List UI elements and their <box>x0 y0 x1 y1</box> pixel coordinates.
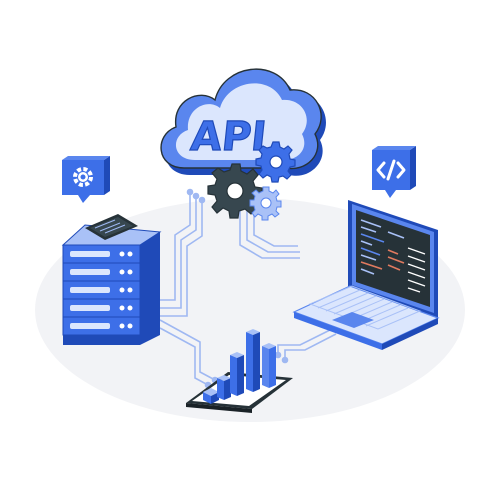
laptop <box>292 200 440 350</box>
gear-icon <box>249 186 282 221</box>
server-units <box>62 244 141 336</box>
code-editor-screen <box>356 210 430 307</box>
server-rack <box>61 214 162 345</box>
gear-icon <box>207 163 263 219</box>
gear-icon <box>255 141 296 183</box>
code-badge <box>372 146 416 198</box>
chart-bars <box>203 329 276 404</box>
trackpad <box>332 312 374 328</box>
settings-badge <box>62 156 110 203</box>
api-cloud: API <box>160 68 326 176</box>
tablet-chart <box>186 329 293 413</box>
code-icon <box>376 159 406 181</box>
gear-icon <box>73 167 93 187</box>
chip-icon <box>85 214 138 240</box>
api-label: API <box>189 114 269 160</box>
